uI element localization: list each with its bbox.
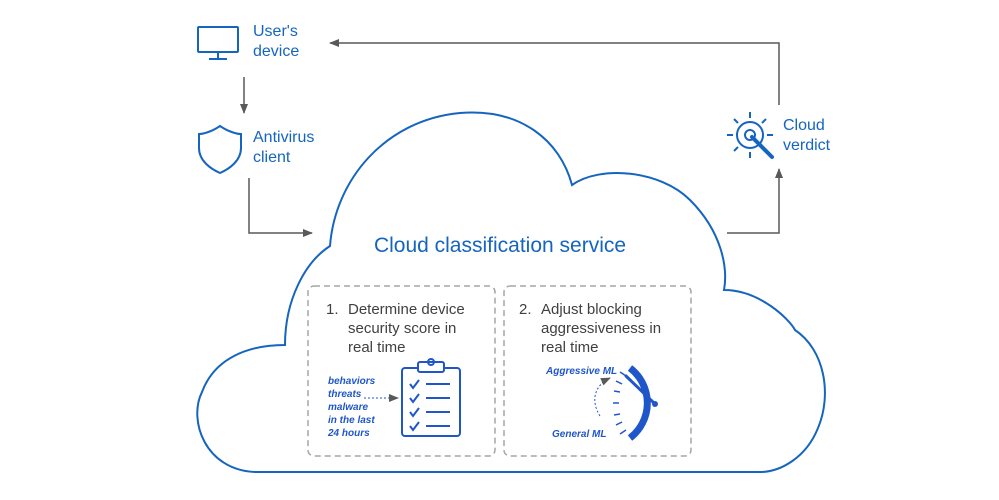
gauge-top-label: Aggressive ML [546,366,618,377]
arrow-antivirus-to-service [248,178,313,237]
arrow-service-to-verdict [727,168,783,234]
device-label: User's device [253,22,299,62]
step-2: 2. Adjust blocking aggressiveness in rea… [519,300,679,360]
step-1-box [307,285,496,457]
device-label-text: User's device [253,23,300,60]
step-1-number: 1. [326,301,339,318]
step-1-text: Determine device security score in real … [348,301,465,356]
antivirus-label-text: Antivirus client [253,129,315,166]
verdict-label: Cloud verdict [783,116,830,156]
verdict-label-text: Cloud verdict [783,117,831,154]
inputs-label: behaviors threats malware in the last 24… [328,376,376,439]
gauge-direction-arrow [594,377,611,417]
antivirus-label: Antivirus client [253,128,314,168]
arrow-verdict-to-device [329,39,780,105]
step-2-number: 2. [519,301,532,318]
service-title: Cloud classification service [373,234,627,257]
step-2-text: Adjust blocking aggressiveness in real t… [541,301,662,356]
step-1: 1. Determine device security score in re… [326,300,486,360]
step-2-box [503,285,692,457]
gauge-icon [613,365,658,441]
clipboard-checklist-icon [401,358,461,437]
cloud-shape [196,111,826,473]
monitor-icon [197,26,239,60]
gauge-bottom-label: General ML [552,429,607,440]
gear-wrench-icon [727,112,774,159]
shield-icon [198,124,242,175]
